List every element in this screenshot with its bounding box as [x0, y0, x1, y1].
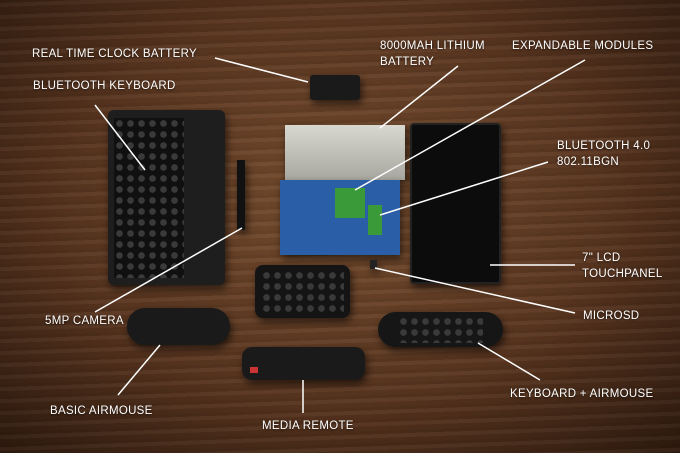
- line-rtc: [214, 57, 309, 83]
- mini-keyboard: [255, 265, 350, 318]
- line-lithium: [379, 65, 459, 129]
- line-bt-keyboard: [94, 104, 146, 171]
- label-lcd-touchpanel: 7" LCD TOUCHPANEL: [582, 250, 663, 282]
- red-button: [250, 367, 258, 373]
- label-keyboard-airmouse: KEYBOARD + AIRMOUSE: [510, 388, 654, 400]
- lithium-battery: [285, 125, 405, 180]
- basic-airmouse: [127, 308, 230, 345]
- line-kb-airmouse: [477, 342, 541, 381]
- label-bluetooth-line1: BLUETOOTH 4.0: [557, 140, 651, 152]
- label-lithium-line2: BATTERY: [380, 56, 435, 68]
- line-microsd: [374, 267, 576, 314]
- wifi-module: [335, 188, 365, 218]
- label-expandable-modules: EXPANDABLE MODULES: [512, 40, 654, 52]
- media-remote: [242, 347, 365, 380]
- microsd-card: [370, 260, 377, 269]
- label-camera: 5MP CAMERA: [45, 315, 124, 327]
- label-microsd: MICROSD: [583, 310, 640, 322]
- label-rtc-battery: REAL TIME CLOCK BATTERY: [32, 48, 197, 60]
- label-bluetooth-wifi: BLUETOOTH 4.0 802.11BGN: [557, 138, 650, 170]
- bluetooth-module: [368, 205, 382, 235]
- label-lithium-line1: 8000MAH LITHIUM: [380, 40, 485, 52]
- label-lcd-line2: TOUCHPANEL: [582, 268, 663, 280]
- keyboard-airmouse: [378, 312, 503, 347]
- label-lcd-line1: 7" LCD: [582, 252, 621, 264]
- line-basic-airmouse: [117, 344, 161, 396]
- mini-keyboard-keys: [261, 270, 344, 313]
- rtc-battery: [310, 75, 360, 100]
- label-bluetooth-line2: 802.11BGN: [557, 156, 619, 168]
- mainboard: [280, 180, 400, 255]
- camera-cable: [237, 160, 245, 230]
- line-camera: [94, 227, 243, 313]
- label-media-remote: MEDIA REMOTE: [262, 420, 354, 432]
- label-basic-airmouse: BASIC AIRMOUSE: [50, 405, 153, 417]
- label-bluetooth-keyboard: BLUETOOTH KEYBOARD: [33, 80, 176, 92]
- line-bluetooth: [379, 161, 549, 216]
- keyboard-airmouse-keys: [398, 316, 483, 343]
- line-expandable: [354, 59, 586, 191]
- label-lithium-battery: 8000MAH LITHIUM BATTERY: [380, 38, 485, 70]
